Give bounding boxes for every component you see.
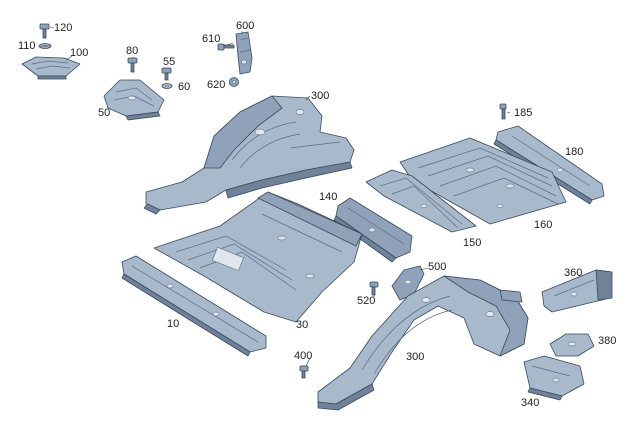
callout-30: 30 (296, 319, 308, 331)
callout-300-lower: 300 (406, 351, 424, 363)
part-300-upper-side-assembly (143, 95, 355, 215)
callout-360: 360 (564, 267, 582, 279)
callout-10: 10 (167, 318, 179, 330)
callout-300-upper: 300 (311, 90, 329, 102)
callout-620: 620 (207, 79, 225, 91)
callout-150: 150 (463, 237, 481, 249)
callout-600: 600 (236, 20, 254, 32)
callout-100: 100 (70, 47, 88, 59)
callout-120: 120 (54, 22, 72, 34)
part-100-tray (21, 56, 81, 80)
part-30-floor-assembly (153, 191, 363, 323)
callout-400: 400 (294, 350, 312, 362)
callout-140: 140 (319, 191, 337, 203)
part-340-lower-bracket (523, 355, 585, 401)
callout-80: 80 (126, 45, 138, 57)
part-400-bolt (299, 365, 309, 379)
callout-55: 55 (163, 56, 175, 68)
part-610-bolt (217, 43, 235, 51)
callout-340: 340 (521, 397, 539, 409)
part-600-bracket (235, 31, 253, 75)
part-160-floor-panel (399, 137, 567, 225)
callout-185: 185 (514, 107, 532, 119)
callout-60: 60 (178, 81, 190, 93)
part-300-lower-wheelhouse (317, 275, 529, 411)
callout-110: 110 (18, 40, 36, 52)
part-10-side-sill (121, 255, 267, 357)
part-120-screw (39, 23, 50, 39)
part-50-bracket-panel (103, 79, 165, 121)
part-150-floor-panel (365, 169, 477, 233)
callout-50: 50 (98, 107, 110, 119)
part-360-side-bracket (541, 269, 613, 313)
part-140-cross-member (333, 197, 413, 263)
leader-lines (40, 26, 511, 367)
part-60-washer (161, 83, 173, 89)
callout-610: 610 (202, 33, 220, 45)
part-380-cover (549, 333, 595, 357)
part-55-screw (161, 67, 172, 81)
part-185-bolt (499, 103, 507, 120)
part-80-screw (127, 57, 138, 73)
callout-520: 520 (357, 295, 375, 307)
callout-160: 160 (534, 219, 552, 231)
callout-380: 380 (598, 335, 616, 347)
part-620-nut (229, 77, 239, 87)
part-500-bracket (391, 265, 425, 301)
callout-180: 180 (565, 146, 583, 158)
part-520-bolt (369, 281, 379, 296)
callout-500: 500 (428, 261, 446, 273)
